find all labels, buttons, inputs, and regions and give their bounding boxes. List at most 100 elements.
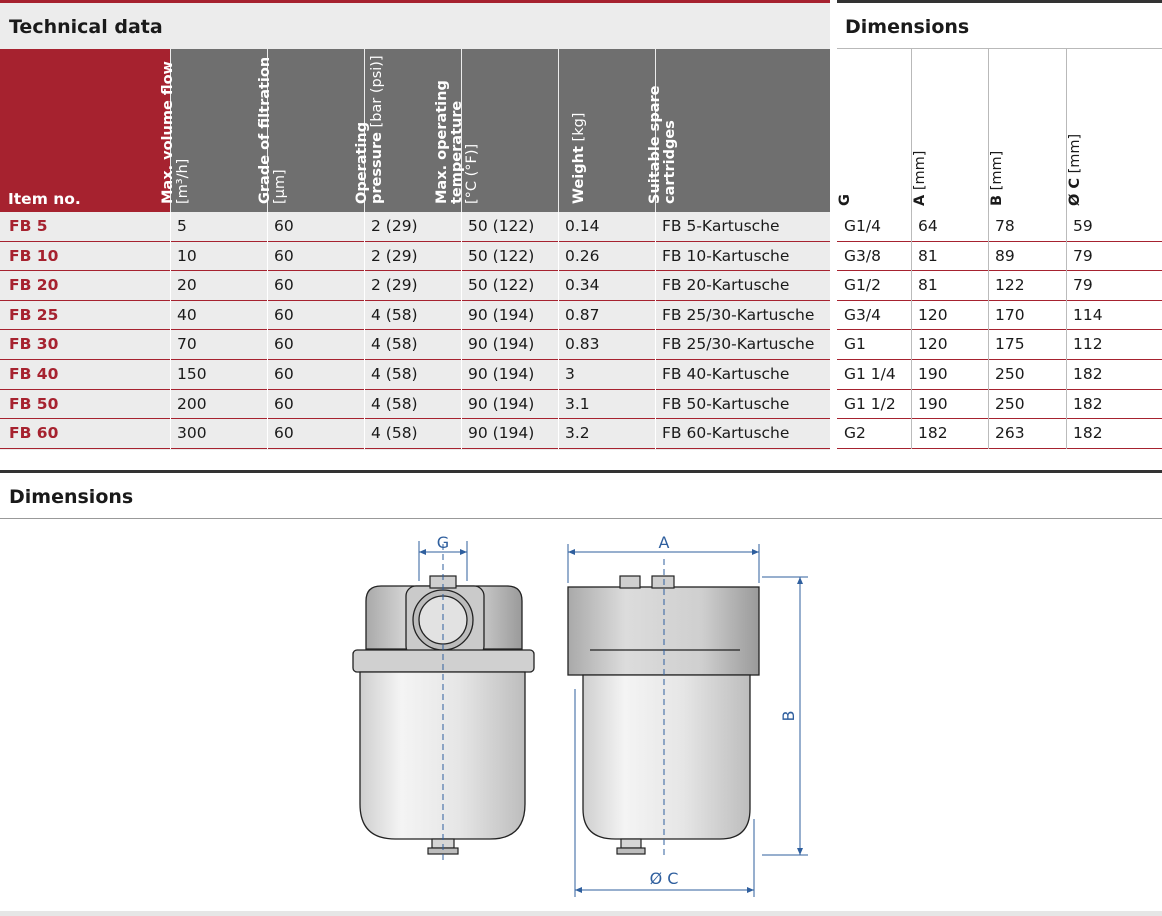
dim-header-c: Ø C [mm] (1066, 49, 1162, 212)
cell-item: FB 10 (9, 246, 59, 265)
cell-grade: 60 (274, 365, 294, 383)
cell-flow: 70 (177, 335, 197, 354)
drawing-title-underline (0, 518, 1162, 519)
cell-cartridge: FB 25/30-Kartusche (662, 335, 815, 354)
dim-cell-b: 122 (995, 276, 1025, 295)
label-g: G (437, 533, 449, 552)
dim-column-separator (1066, 212, 1067, 449)
dim-cell-a: 120 (918, 305, 948, 324)
dim-header-g: G (837, 49, 911, 212)
dim-cell-b: 78 (995, 217, 1015, 235)
technical-title: Technical data (9, 16, 163, 38)
cell-temp: 90 (194) (468, 394, 535, 413)
cell-grade: 60 (274, 335, 294, 354)
dim-header-b: B [mm] (988, 49, 1067, 212)
cell-grade: 60 (274, 305, 294, 324)
column-separator (170, 212, 171, 449)
dim-cell-g: G1 1/4 (844, 365, 896, 383)
cell-flow: 20 (177, 276, 197, 295)
header-pressure-title-2: pressure (369, 132, 385, 204)
header-temp-title: Max. operating (434, 80, 450, 204)
section-gap (0, 450, 1162, 470)
dim-cell-c: 182 (1073, 424, 1103, 443)
dim-cell-c: 112 (1073, 335, 1103, 354)
header-flow-unit: [m³/h] (175, 158, 191, 204)
cell-item: FB 30 (9, 335, 59, 354)
header-weight-title: Weight (571, 146, 587, 204)
dimensions-table-title: Dimensions (845, 16, 970, 38)
dim-header-b-label: B (989, 194, 1005, 206)
dim-cell-b: 250 (995, 365, 1025, 383)
label-c: Ø C (650, 869, 679, 888)
dimensions-panel-background (837, 0, 1162, 450)
dim-header-a-label: A (912, 194, 928, 206)
header-cartridge-title: Suitable spare (647, 85, 663, 204)
cell-pressure: 4 (58) (371, 305, 418, 324)
cell-grade: 60 (274, 246, 294, 265)
cell-cartridge: FB 50-Kartusche (662, 394, 790, 413)
dim-row-separator (837, 299, 1162, 301)
column-separator (461, 212, 462, 449)
cell-weight: 0.34 (565, 276, 600, 295)
cell-temp: 50 (122) (468, 246, 535, 265)
cell-pressure: 2 (29) (371, 276, 418, 295)
cell-flow: 10 (177, 246, 197, 265)
header-pressure-unit: [bar (psi)] (369, 55, 385, 133)
cell-cartridge: FB 25/30-Kartusche (662, 305, 815, 324)
dim-row-separator (837, 447, 1162, 449)
cell-flow: 40 (177, 305, 197, 324)
dim-cell-c: 114 (1073, 305, 1103, 324)
row-separator (0, 240, 830, 242)
cell-flow: 150 (177, 365, 207, 383)
cell-cartridge: FB 5-Kartusche (662, 217, 780, 235)
dim-cell-a: 120 (918, 335, 948, 354)
cell-cartridge: FB 60-Kartusche (662, 424, 790, 443)
cell-temp: 90 (194) (468, 335, 535, 354)
cell-pressure: 4 (58) (371, 335, 418, 354)
cell-grade: 60 (274, 394, 294, 413)
header-grade-title: Grade of filtration (257, 56, 273, 204)
cell-cartridge: FB 40-Kartusche (662, 365, 790, 383)
cell-cartridge: FB 10-Kartusche (662, 246, 790, 265)
dim-row-separator (837, 388, 1162, 390)
cell-flow: 300 (177, 424, 207, 443)
dim-cell-b: 175 (995, 335, 1025, 354)
column-separator (364, 212, 365, 449)
dim-cell-b: 89 (995, 246, 1015, 265)
drawing-title: Dimensions (9, 486, 134, 508)
drawing-area (0, 519, 1162, 912)
cell-temp: 90 (194) (468, 365, 535, 383)
cell-weight: 0.83 (565, 335, 600, 354)
dim-cell-a: 81 (918, 246, 938, 265)
item-header-cell: Item no. (0, 49, 170, 212)
cell-cartridge: FB 20-Kartusche (662, 276, 790, 295)
header-weight: Weight [kg] (559, 49, 655, 212)
cell-grade: 60 (274, 217, 294, 235)
header-temp-unit: [°C (°F)] (464, 143, 480, 204)
dim-cell-c: 182 (1073, 394, 1103, 413)
dim-cell-a: 190 (918, 365, 948, 383)
header-temp-title-2: temperature (449, 100, 465, 204)
header-grade: Grade of filtration[µm] (257, 49, 364, 212)
dim-cell-a: 81 (918, 276, 938, 295)
cell-weight: 3 (565, 365, 575, 383)
side-view (567, 544, 808, 897)
header-cartridge-title-2: cartridges (662, 120, 678, 204)
header-flow: Max. volume flow[m³/h] (160, 49, 267, 212)
dim-cell-c: 79 (1073, 276, 1093, 295)
cell-item: FB 25 (9, 305, 59, 324)
cell-grade: 60 (274, 276, 294, 295)
dim-row-separator (837, 240, 1162, 242)
dim-row-separator (837, 329, 1162, 331)
dim-row-separator (837, 418, 1162, 420)
label-b: B (779, 711, 798, 722)
cell-weight: 0.26 (565, 246, 600, 265)
